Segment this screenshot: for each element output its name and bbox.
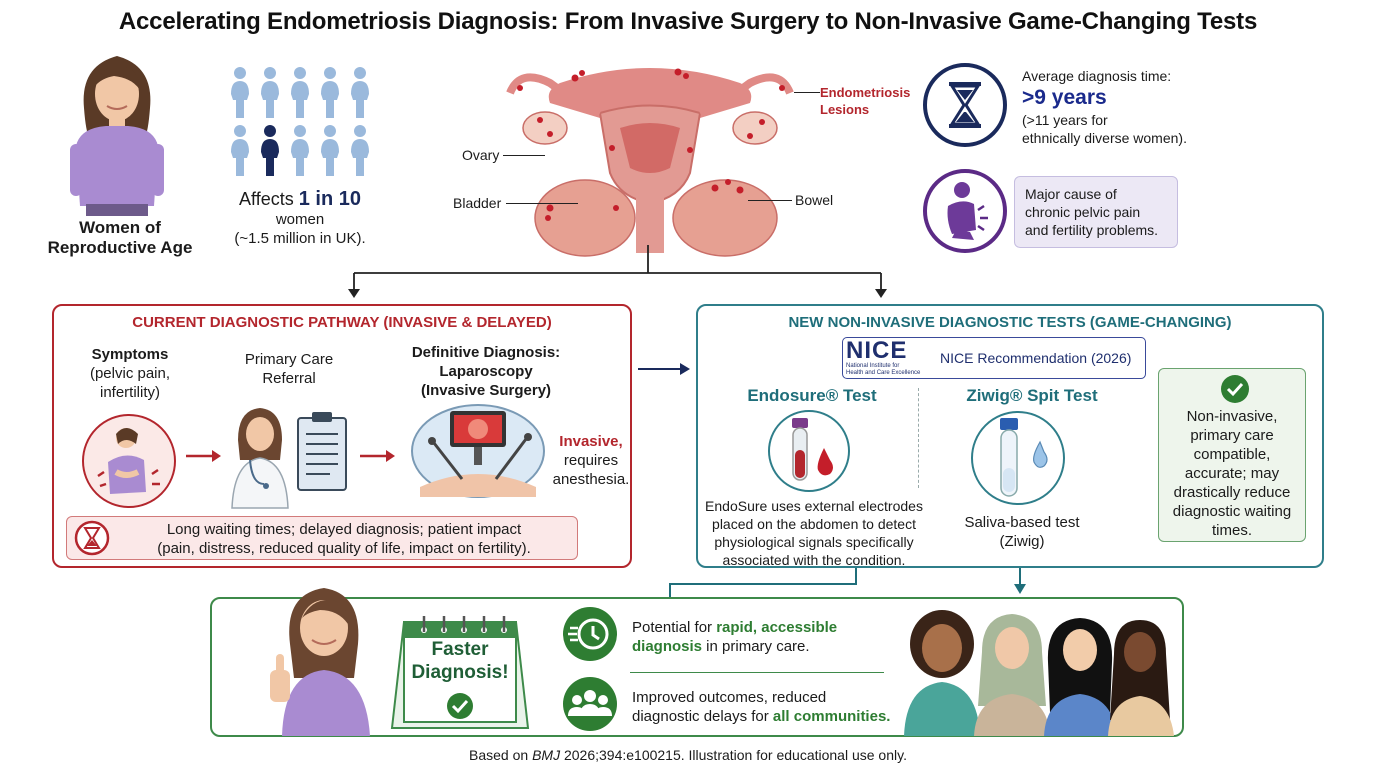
person-icon bbox=[291, 67, 309, 118]
check-circle-icon bbox=[1220, 374, 1250, 404]
benefits-text: Non-invasive, primary care compatible, a… bbox=[1172, 408, 1292, 539]
referral-step-text: Primary Care Referral bbox=[244, 351, 334, 387]
arrow-symptoms-to-referral bbox=[186, 450, 221, 462]
cause-box: Major cause of chronic pelvic pain and f… bbox=[1014, 176, 1178, 248]
impact-text: Long waiting times; delayed diagnosis; p… bbox=[157, 521, 531, 557]
person-icon bbox=[351, 125, 369, 176]
laparoscopy-surgery-illustration bbox=[410, 403, 546, 499]
bowel-label: Bowel bbox=[795, 192, 834, 208]
woman-illustration bbox=[62, 46, 172, 216]
page-title: Accelerating Endometriosis Diagnosis: Fr… bbox=[118, 8, 1258, 35]
nice-logo: NICE National Institute for Health and C… bbox=[846, 337, 921, 377]
hourglass-icon bbox=[922, 62, 1008, 148]
definitive-step-text: Definitive Diagnosis: Laparoscopy (Invas… bbox=[411, 344, 561, 399]
endosure-title: Endosure® Test bbox=[747, 386, 877, 405]
blood-sample-icon bbox=[766, 408, 852, 494]
ovary-leader-line bbox=[503, 155, 545, 156]
affects-highlight: 1 in 10 bbox=[298, 188, 361, 210]
calendar-illustration bbox=[388, 602, 532, 732]
bladder-label: Bladder bbox=[453, 195, 502, 211]
bowel-leader-line bbox=[748, 200, 792, 201]
outcome-connectors bbox=[669, 568, 1026, 598]
impact-strip bbox=[66, 516, 578, 560]
person-icon bbox=[231, 67, 249, 118]
person-icon bbox=[261, 67, 279, 118]
one-in-ten-people-icon-grid bbox=[226, 66, 376, 180]
pelvic-pain-icon bbox=[922, 168, 1008, 254]
calendar-text: Faster Diagnosis! bbox=[411, 639, 509, 683]
endosure-description: EndoSure uses external electrodes placed… bbox=[705, 498, 923, 568]
ziwig-description: Saliva-based test (Ziwig) bbox=[964, 514, 1080, 550]
endometriosis-lesions-label: Endometriosis Lesions bbox=[820, 85, 911, 117]
new-tests-header: NEW NON-INVASIVE DIAGNOSTIC TESTS (GAME-… bbox=[788, 314, 1232, 331]
person-icon bbox=[321, 125, 339, 176]
diagnosis-time-block: Average diagnosis time: >9 years (>11 ye… bbox=[1022, 68, 1187, 146]
women-label: Women of Reproductive Age bbox=[47, 218, 193, 257]
test-divider bbox=[918, 388, 919, 488]
uterus-anatomy-illustration bbox=[500, 58, 800, 258]
arrow-current-to-new bbox=[638, 363, 690, 375]
symptoms-pain-icon bbox=[80, 412, 178, 510]
ovary-label: Ovary bbox=[462, 147, 500, 163]
diverse-women-group-illustration bbox=[900, 602, 1176, 736]
person-icon bbox=[231, 125, 249, 176]
outcome-divider bbox=[630, 672, 884, 673]
hourglass-small-icon bbox=[74, 520, 110, 556]
invasive-note: Invasive, requires anesthesia. bbox=[552, 433, 630, 488]
person-icon bbox=[321, 67, 339, 118]
footer-citation: Based on BMJ 2026;394:e100215. Illustrat… bbox=[469, 747, 907, 763]
rapid-diagnosis-text: Potential for rapid, accessible diagnosi… bbox=[632, 619, 838, 655]
saliva-tube-icon bbox=[968, 408, 1068, 508]
doctor-clipboard-illustration bbox=[230, 400, 350, 510]
person-icon bbox=[291, 125, 309, 176]
community-icon bbox=[562, 676, 618, 732]
nice-recommendation-label: NICE Recommendation (2026) bbox=[940, 350, 1132, 366]
bladder-leader-line bbox=[506, 203, 578, 204]
diagnosis-time-value: >9 years bbox=[1022, 86, 1107, 109]
lesions-leader-line bbox=[794, 92, 820, 93]
thumbs-up-woman-illustration bbox=[262, 574, 382, 736]
nice-recommendation-box bbox=[842, 337, 1146, 379]
person-icon bbox=[351, 67, 369, 118]
ziwig-title: Ziwig® Spit Test bbox=[966, 386, 1098, 405]
arrow-referral-to-laparoscopy bbox=[360, 450, 395, 462]
current-pathway-header: CURRENT DIAGNOSTIC PATHWAY (INVASIVE & D… bbox=[132, 314, 552, 331]
symptoms-step-text: Symptoms (pelvic pain, infertility) bbox=[89, 346, 171, 401]
person-icon-highlighted bbox=[261, 125, 279, 176]
improved-outcomes-text: Improved outcomes, reduced diagnostic de… bbox=[632, 689, 891, 725]
affects-stat: Affects 1 in 10 women (~1.5 million in U… bbox=[234, 188, 366, 247]
clock-icon bbox=[562, 606, 618, 662]
split-connector-arrows bbox=[348, 245, 887, 298]
